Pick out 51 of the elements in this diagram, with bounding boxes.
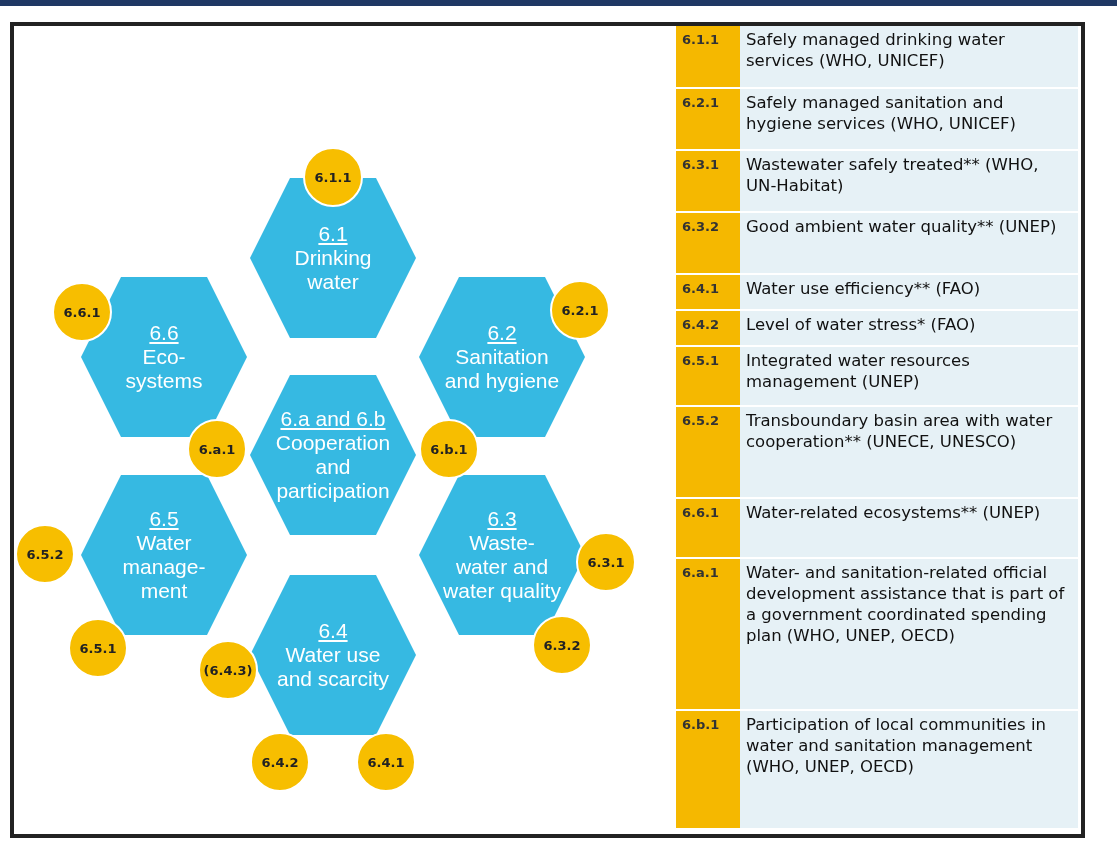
indicator-circle: 6.3.1	[576, 532, 636, 592]
target-title: Water use and scarcity	[275, 643, 390, 691]
indicator-circle: 6.4.2	[250, 732, 310, 792]
indicator-circle: 6.b.1	[419, 419, 479, 479]
target-number: 6.a and 6.b	[280, 407, 386, 431]
target-title: Waste- water and water quality	[443, 531, 561, 603]
indicator-description: Participation of local communities in water and sanitation management (WHO, UNEP, OECD)	[740, 710, 1078, 829]
indicator-circle: 6.6.1	[52, 282, 112, 342]
indicator-code: 6.3.2	[676, 212, 740, 274]
indicator-circle: 6.4.1	[356, 732, 416, 792]
target-title: Drinking water	[293, 246, 373, 294]
indicator-code: 6.2.1	[676, 88, 740, 150]
target-title: Sanitation and hygiene	[443, 345, 561, 393]
indicator-circle: 6.3.2	[532, 615, 592, 675]
indicator-description: Safely managed sanitation and hygiene services (WHO, UNICEF)	[740, 88, 1078, 150]
target-title: Eco- systems	[124, 345, 204, 393]
indicator-code: 6.6.1	[676, 498, 740, 558]
indicator-circle: 6.1.1	[303, 147, 363, 207]
target-number: 6.5	[149, 507, 179, 531]
indicator-description: Water-related ecosystems** (UNEP)	[740, 498, 1078, 558]
indicator-description: Good ambient water quality** (UNEP)	[740, 212, 1078, 274]
target-title: Water manage- ment	[121, 531, 207, 603]
hexagon-tile	[81, 475, 247, 635]
indicator-code: 6.5.2	[676, 406, 740, 498]
target-number: 6.4	[318, 619, 348, 643]
indicator-circle: 6.a.1	[187, 419, 247, 479]
target-number: 6.6	[149, 321, 179, 345]
indicator-code: 6.4.1	[676, 274, 740, 310]
target-number: 6.3	[487, 507, 517, 531]
indicator-circle: 6.5.1	[68, 618, 128, 678]
indicator-description: Water- and sanitation-related official development assistance that is part of a government coordinated spending plan (WHO, UNEP, OECD)	[740, 558, 1078, 710]
indicator-circle: 6.2.1	[550, 280, 610, 340]
indicator-code: 6.1.1	[676, 26, 740, 88]
indicator-description: Water use efficiency** (FAO)	[740, 274, 1078, 310]
target-number: 6.2	[487, 321, 517, 345]
indicator-code: 6.b.1	[676, 710, 740, 829]
hexagon-tile	[250, 375, 416, 535]
target-title: Cooperation and participation	[274, 431, 392, 503]
indicator-description: Wastewater safely treated** (WHO, UN-Habitat)	[740, 150, 1078, 212]
target-number: 6.1	[318, 222, 348, 246]
indicator-circle: (6.4.3)	[198, 640, 258, 700]
indicator-description: Transboundary basin area with water cooperation** (UNECE, UNESCO)	[740, 406, 1078, 498]
indicator-code: 6.4.2	[676, 310, 740, 346]
indicator-description: Integrated water resources management (UNEP)	[740, 346, 1078, 406]
indicator-circle: 6.5.2	[15, 524, 75, 584]
indicator-code: 6.3.1	[676, 150, 740, 212]
indicator-code: 6.5.1	[676, 346, 740, 406]
indicator-description: Safely managed drinking water services (WHO, UNICEF)	[740, 26, 1078, 88]
indicator-description: Level of water stress* (FAO)	[740, 310, 1078, 346]
indicator-code: 6.a.1	[676, 558, 740, 710]
hexagon-tile	[250, 575, 416, 735]
